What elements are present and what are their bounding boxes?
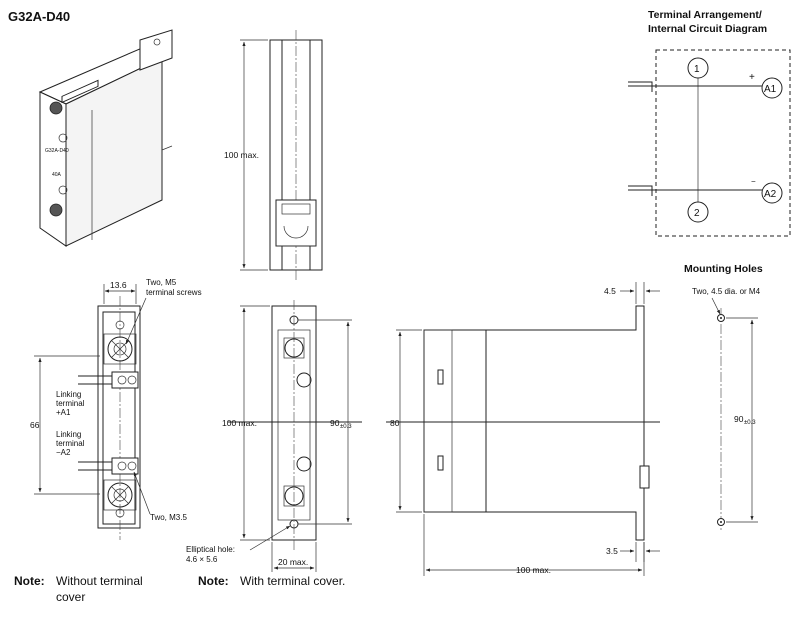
mounting-pitch-dim: 90 — [734, 414, 744, 424]
product-illustration: G32A-D40 40A — [38, 29, 173, 247]
side-view: 100 max. — [224, 30, 323, 282]
linking-a2-line3: −A2 — [56, 448, 71, 457]
notes: Note: Without terminal cover Note: With … — [14, 574, 345, 604]
left-height-dim: 66 — [30, 420, 40, 430]
left-width-dim: 13.6 — [110, 280, 127, 290]
side-height-dim: 100 max. — [224, 150, 259, 160]
circuit-node-2: 2 — [694, 208, 700, 219]
center-width-dim: 20 max. — [278, 557, 308, 567]
center-view: 100 max. 90 ±0.3 Elliptical hole: 4.6 × … — [186, 300, 362, 572]
note-with-cover: With terminal cover. — [240, 574, 345, 588]
circuit-terminal-a2: A2 — [764, 189, 777, 200]
note-without-cover-line1: Without terminal — [56, 574, 143, 588]
elliptical-hole-label-line1: Elliptical hole: — [186, 545, 235, 554]
center-pitch-dim: 90 — [330, 418, 340, 428]
m35-screw-label: Two, M3.5 — [150, 513, 187, 522]
linking-a2-line2: terminal — [56, 439, 85, 448]
left-view: 13.6 Two, M5 terminal screws 66 Linking … — [30, 278, 202, 540]
circuit-node-1: 1 — [694, 64, 700, 75]
linking-a1-line2: terminal — [56, 399, 85, 408]
center-pitch-tolerance: ±0.3 — [340, 424, 352, 430]
terminal-header-line1: Terminal Arrangement/ — [648, 9, 762, 21]
elliptical-hole-label-line2: 4.6 × 5.6 — [186, 555, 218, 564]
terminal-arrangement: Terminal Arrangement/ Internal Circuit D… — [628, 9, 791, 237]
product-amp-label: 40A — [52, 172, 62, 178]
product-model-label: G32A-D40 — [45, 148, 69, 154]
note-word-center: Note: — [198, 574, 229, 588]
right-bottom-dim: 3.5 — [606, 546, 618, 556]
linking-a2-line1: Linking — [56, 430, 81, 439]
circuit-plus-sign: + — [749, 72, 755, 83]
terminal-header-line2: Internal Circuit Diagram — [648, 23, 767, 35]
m5-screw-label-line1: Two, M5 — [146, 278, 177, 287]
note-word-left: Note: — [14, 574, 45, 588]
circuit-minus-sign: − — [751, 177, 756, 186]
right-height-dim: 80 — [390, 418, 400, 428]
linking-a1-line1: Linking — [56, 390, 81, 399]
mounting-hole-label: Two, 4.5 dia. or M4 — [692, 287, 761, 296]
right-top-dim: 4.5 — [604, 286, 616, 296]
linking-a1-line3: +A1 — [56, 408, 71, 417]
circuit-terminal-a1: A1 — [764, 84, 777, 95]
right-length-dim: 100 max. — [516, 565, 551, 575]
center-height-dim: 100 max. — [222, 418, 257, 428]
mounting-pitch-tolerance: ±0.3 — [744, 420, 756, 426]
mounting-holes: Mounting Holes Two, 4.5 dia. or M4 90 ±0… — [684, 263, 763, 530]
drawing-title: G32A-D40 — [8, 9, 70, 24]
mounting-header: Mounting Holes — [684, 263, 763, 275]
right-view: 80 4.5 3.5 100 max. — [386, 282, 660, 576]
m5-screw-label-line2: terminal screws — [146, 288, 202, 297]
note-without-cover-line2: cover — [56, 590, 85, 604]
